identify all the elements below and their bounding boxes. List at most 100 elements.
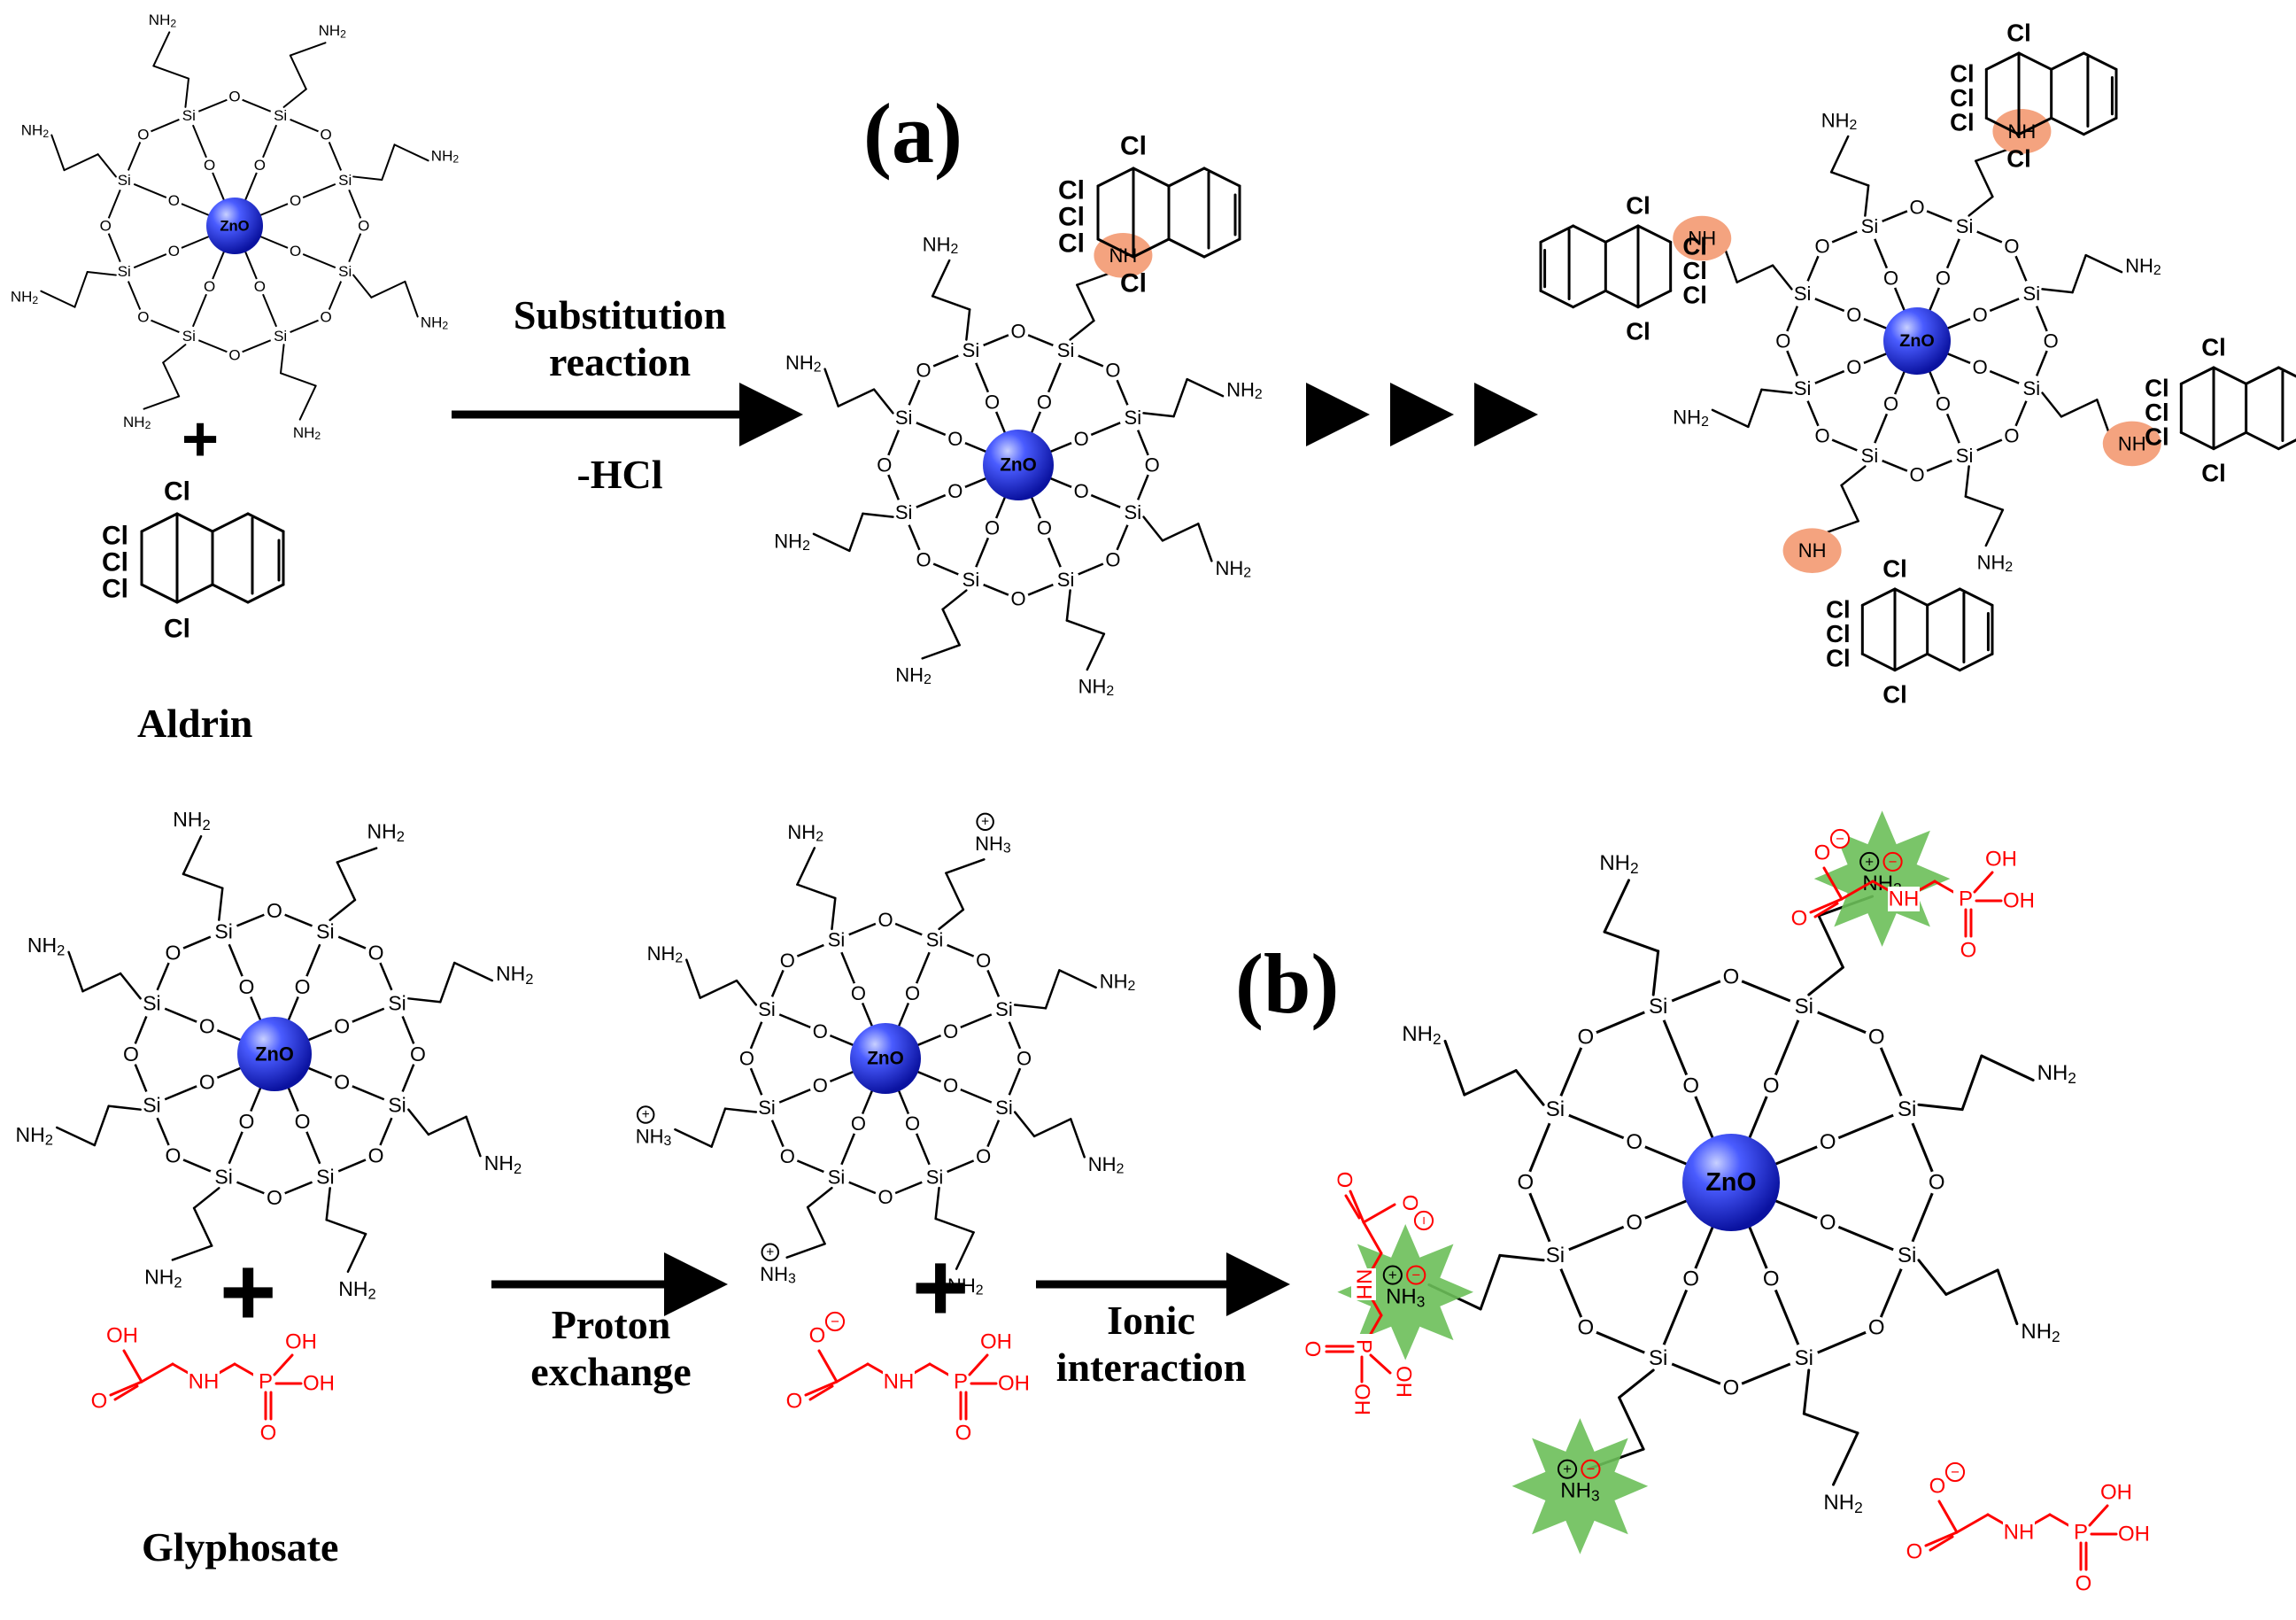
silicon-atom: Si (274, 328, 287, 345)
plus-sign-a: + (182, 404, 220, 475)
si-bg (890, 499, 918, 526)
o-bg (1679, 1074, 1703, 1097)
silicon-atom: Si (1546, 1097, 1565, 1121)
o-bg (166, 243, 182, 260)
p-bg (1351, 1334, 1376, 1359)
positive-charge-mark (761, 1243, 780, 1262)
si-bg (957, 565, 985, 593)
oxygen-atom: O (851, 1112, 866, 1135)
o-bg (1622, 1211, 1646, 1235)
zno-sphere (1682, 1134, 1780, 1231)
nh-bg (1351, 1268, 1376, 1300)
silicon-atom: Si (962, 339, 980, 361)
plus-sign-b1: + (220, 1237, 277, 1346)
chlorine-atom: Cl (1626, 192, 1650, 220)
chlorine-atom: Cl (1882, 681, 1907, 709)
o-bg (809, 1020, 831, 1043)
chain-bond (1618, 1368, 1655, 1399)
chain-bond (1070, 1118, 1086, 1159)
chain-bond (1443, 1039, 1466, 1097)
zno-sphere (1883, 307, 1951, 375)
oxygen-atom: O (1763, 1267, 1780, 1291)
glyphosate-oh: OH (106, 1324, 138, 1348)
glyphosate-bond (1840, 880, 1875, 901)
si-bg (311, 917, 340, 946)
o-bg (226, 88, 244, 105)
oxygen-atom: O (2004, 424, 2019, 446)
chain-bond (152, 65, 189, 80)
oxygen-atom: O (228, 89, 240, 105)
chain-bond (81, 972, 122, 993)
chain-bond (931, 295, 971, 311)
oxygen-atom: O (1105, 360, 1120, 382)
oxygen-atom: O (976, 950, 991, 972)
aldrin-bond (1096, 237, 1135, 259)
positive-charge-mark (976, 812, 994, 832)
chain-bond (55, 1126, 97, 1147)
chain-bond (1711, 408, 1750, 429)
aldrin-bond (140, 512, 179, 533)
o-bg (777, 1145, 799, 1167)
glyphosate-bond (804, 1380, 839, 1397)
oxygen-atom: O (290, 243, 301, 260)
aldrin-bond (1132, 167, 1171, 188)
chain-bond (1917, 1259, 1948, 1296)
o-bg (1906, 196, 1929, 218)
silicon-atom: Si (214, 919, 232, 942)
negative-charge-mark (1413, 1210, 1434, 1231)
amine-label: NH2 (144, 1266, 182, 1291)
o-bg (226, 346, 244, 364)
oxygen-atom: O (1820, 1211, 1836, 1235)
si-bg (1118, 404, 1147, 431)
chain-bond (1186, 377, 1225, 398)
oxygen-atom: O (976, 1145, 991, 1167)
chain-bond (699, 979, 738, 999)
oxygen-atom: O (1868, 1316, 1885, 1340)
chain-bond (325, 1219, 367, 1236)
chlorine-atom: Cl (1682, 232, 1707, 260)
o-bg (201, 278, 218, 295)
si-bg (1540, 1094, 1571, 1125)
chlorine-atom: Cl (1058, 229, 1085, 259)
chlorine-atom: Cl (1826, 644, 1851, 671)
oxygen-atom: O (1883, 393, 1898, 415)
chain-bond (336, 847, 378, 864)
si-bg (1856, 441, 1883, 469)
silicon-atom: Si (338, 263, 352, 280)
oxygen-atom: O (1037, 517, 1052, 539)
negative-charge-mark (1944, 1461, 1966, 1483)
oxygen-atom: O (1815, 424, 1830, 446)
o-bg (1071, 428, 1093, 450)
silicon-atom: Si (1861, 215, 1879, 237)
nh-bg (188, 1369, 220, 1394)
amine-label: NH2 (1226, 378, 1263, 402)
aldrin-bond (1984, 51, 2021, 71)
chlorine-atom: Cl (2201, 334, 2226, 361)
silicon-atom: Si (758, 1097, 776, 1119)
chain-bond (1603, 879, 1630, 934)
o-bg (287, 192, 304, 209)
oxygen-atom: O (228, 346, 240, 363)
silicon-atom: Si (895, 501, 913, 523)
glyphosate-o: O (1960, 939, 1977, 963)
chain-bond (407, 1108, 430, 1136)
si-bg (178, 325, 200, 347)
chlorine-atom: Cl (164, 615, 190, 644)
chain-bond (685, 958, 701, 999)
o-bg (736, 1047, 758, 1070)
silicon-atom: Si (182, 107, 196, 124)
o-bg (251, 278, 268, 295)
chain-bond (1980, 1054, 2035, 1081)
chain-bond (1964, 495, 2005, 511)
chain-bond (2071, 253, 2087, 294)
ionic-interaction-label: Ionic interaction (1036, 1298, 1266, 1391)
chain-bond (439, 961, 456, 1004)
oxygen-atom: O (166, 1144, 182, 1167)
aldrin-bond (1539, 289, 1575, 309)
oxygen-atom: O (166, 941, 182, 964)
chain-bond (329, 898, 357, 921)
o-bg (1925, 1170, 1949, 1195)
